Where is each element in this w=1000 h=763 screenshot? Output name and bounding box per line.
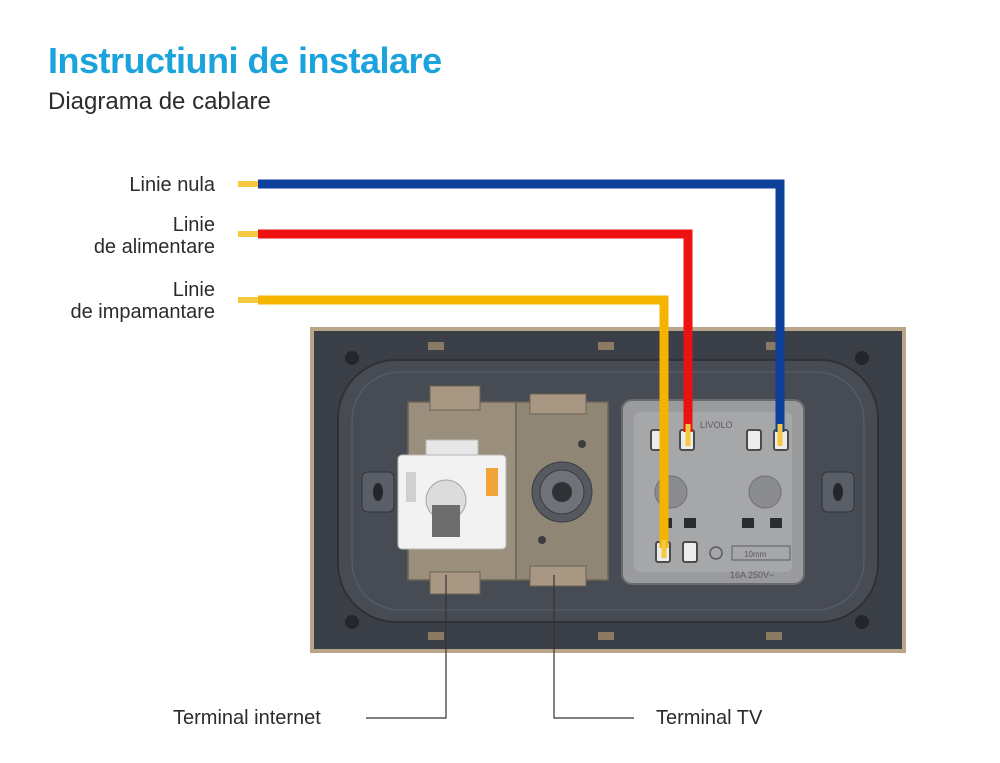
label-neutral: Linie nula [40, 174, 215, 196]
internet-clip-top [429, 385, 481, 411]
label-ground-line1: Linie [172, 279, 215, 301]
screw-hole [855, 351, 869, 365]
leader-internet [366, 575, 447, 719]
label-ground-line2: de impamantare [70, 301, 215, 323]
tv-clip-top [529, 393, 587, 415]
keystone-color-code [486, 468, 498, 496]
socket-brand: LIVOLO [700, 420, 733, 430]
keystone-tab [406, 472, 416, 502]
strip-gauge [731, 545, 791, 561]
strip-length: 10mm [744, 550, 767, 559]
internet-clip-bottom [429, 571, 481, 595]
keystone-opening [432, 505, 460, 537]
label-live-line2: de alimentare [93, 236, 215, 258]
slot-hole [833, 483, 843, 501]
label-neutral-line1: Linie nula [129, 174, 215, 196]
screw-hole [855, 615, 869, 629]
label-ground: Linie de impamantare [20, 279, 215, 323]
label-terminal-internet: Terminal internet [173, 707, 321, 729]
page-subtitle: Diagrama de cablare [48, 88, 271, 115]
clip-notches [428, 342, 782, 640]
socket-pin-hole [748, 475, 782, 509]
wire-ground [258, 295, 669, 548]
tv-screw [538, 536, 546, 544]
label-live-line1: Linie [172, 214, 215, 236]
wire-live [258, 229, 693, 432]
plate-inner-edge [351, 371, 865, 611]
keystone-top [425, 439, 479, 456]
slot-hole [373, 483, 383, 501]
socket-module-face [634, 412, 792, 572]
wire-neutral [258, 179, 785, 432]
ground-symbol-icon [709, 546, 723, 560]
leader-tv [553, 575, 634, 719]
label-terminal-tv: Terminal TV [656, 707, 763, 729]
label-live: Linie de alimentare [40, 214, 215, 258]
tv-clip-bottom [529, 565, 587, 587]
screw-hole [345, 351, 359, 365]
tv-connector-core [552, 482, 572, 502]
socket-rating: 16A 250V~ [730, 570, 774, 580]
tv-screw [578, 440, 586, 448]
screw-hole [345, 615, 359, 629]
page-title: Instructiuni de instalare [48, 40, 442, 81]
